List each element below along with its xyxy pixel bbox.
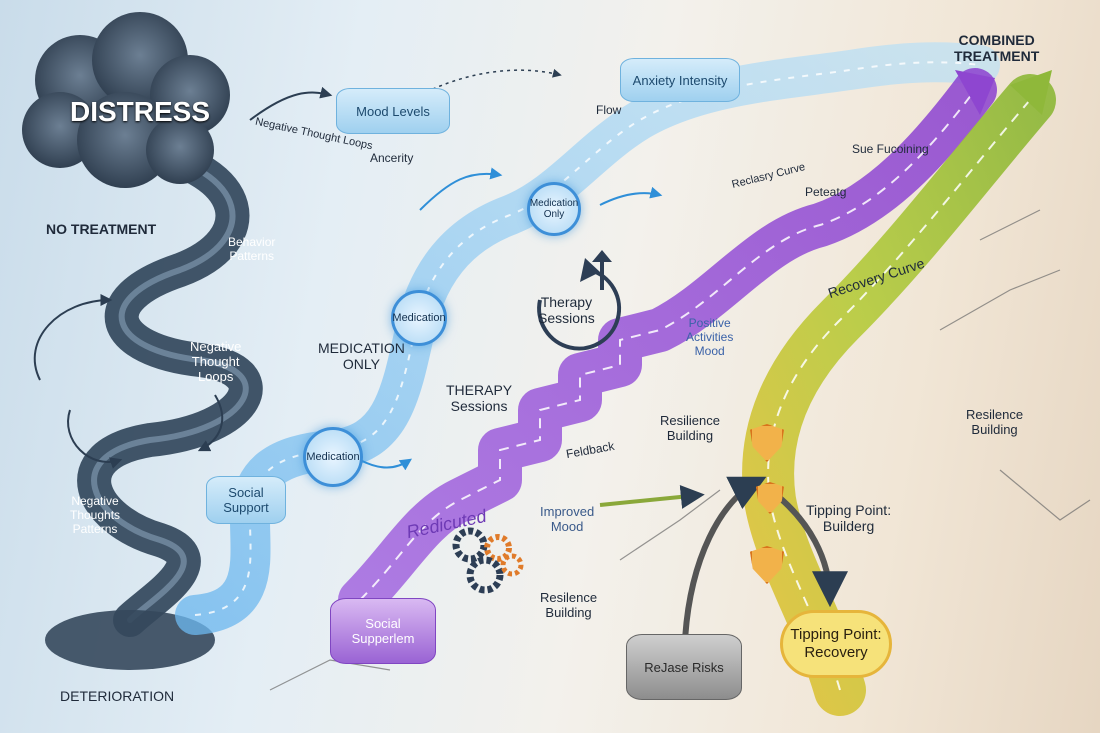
tipping-point-recovery-bubble: Tipping Point: Recovery — [780, 610, 892, 678]
distress-label: DISTRESS — [70, 96, 211, 127]
resilience-building-bottom-label: Resilence Building — [540, 590, 598, 620]
distress-cloud — [22, 12, 230, 188]
cracks — [269, 209, 1091, 691]
therapy-sessions-label: Therapy Sessions — [538, 294, 595, 327]
gears-icon — [452, 527, 524, 594]
resilience-building-right-label: Resilence Building — [966, 407, 1024, 437]
social-supperiem-box: Social Supperlem — [330, 598, 436, 664]
deterioration-label: DETERIORATION — [60, 688, 175, 704]
medication-only-node: Medication Only — [527, 182, 581, 236]
tipping-point-builderg-label: Tipping Point: Builderg — [806, 502, 892, 535]
flow-label: Flow — [596, 103, 622, 117]
mood-levels-box: Mood Levels — [336, 88, 450, 134]
negative-thought-loops-label: Negative Thought Loops — [190, 339, 242, 384]
negative-thought-patterns-label: Negative Thoughts Patterns — [70, 494, 121, 536]
combined-path — [742, 70, 1056, 716]
relapse-risks-box: ReJase Risks — [626, 634, 742, 700]
improved-mood-label: Improved Mood — [540, 504, 595, 534]
medication-only-label: MEDICATION ONLY — [318, 340, 405, 373]
cycle-arrow-icon — [537, 250, 622, 351]
resilience-building-center-label: Resilience Building — [660, 413, 720, 443]
combined-treatment-label: COMBINED TREATMENT — [954, 32, 1040, 65]
no-treatment-label: NO TREATMENT — [46, 221, 157, 237]
therapy-path — [338, 68, 997, 622]
sue-fucoining-label: Sue Fucoining — [852, 142, 929, 156]
anxiety-intensity-box: Anxiety Intensity — [620, 58, 740, 102]
anxiety-label: Ancerity — [370, 151, 414, 165]
behavior-patterns-label: Behavior Patterns — [228, 235, 276, 263]
therapy-sessions-caps-label: THERAPY Sessions — [446, 382, 513, 415]
relapse-arrows — [599, 476, 848, 641]
peteatg-label: Peteatg — [805, 185, 847, 199]
no-treatment-spiral — [33, 86, 333, 670]
social-support-box: Social Support — [206, 476, 286, 524]
medication-node-1: Medication — [391, 290, 447, 346]
positive-activities-label: Positive Activities Mood — [686, 316, 734, 358]
medication-node-2: Medication — [303, 427, 363, 487]
